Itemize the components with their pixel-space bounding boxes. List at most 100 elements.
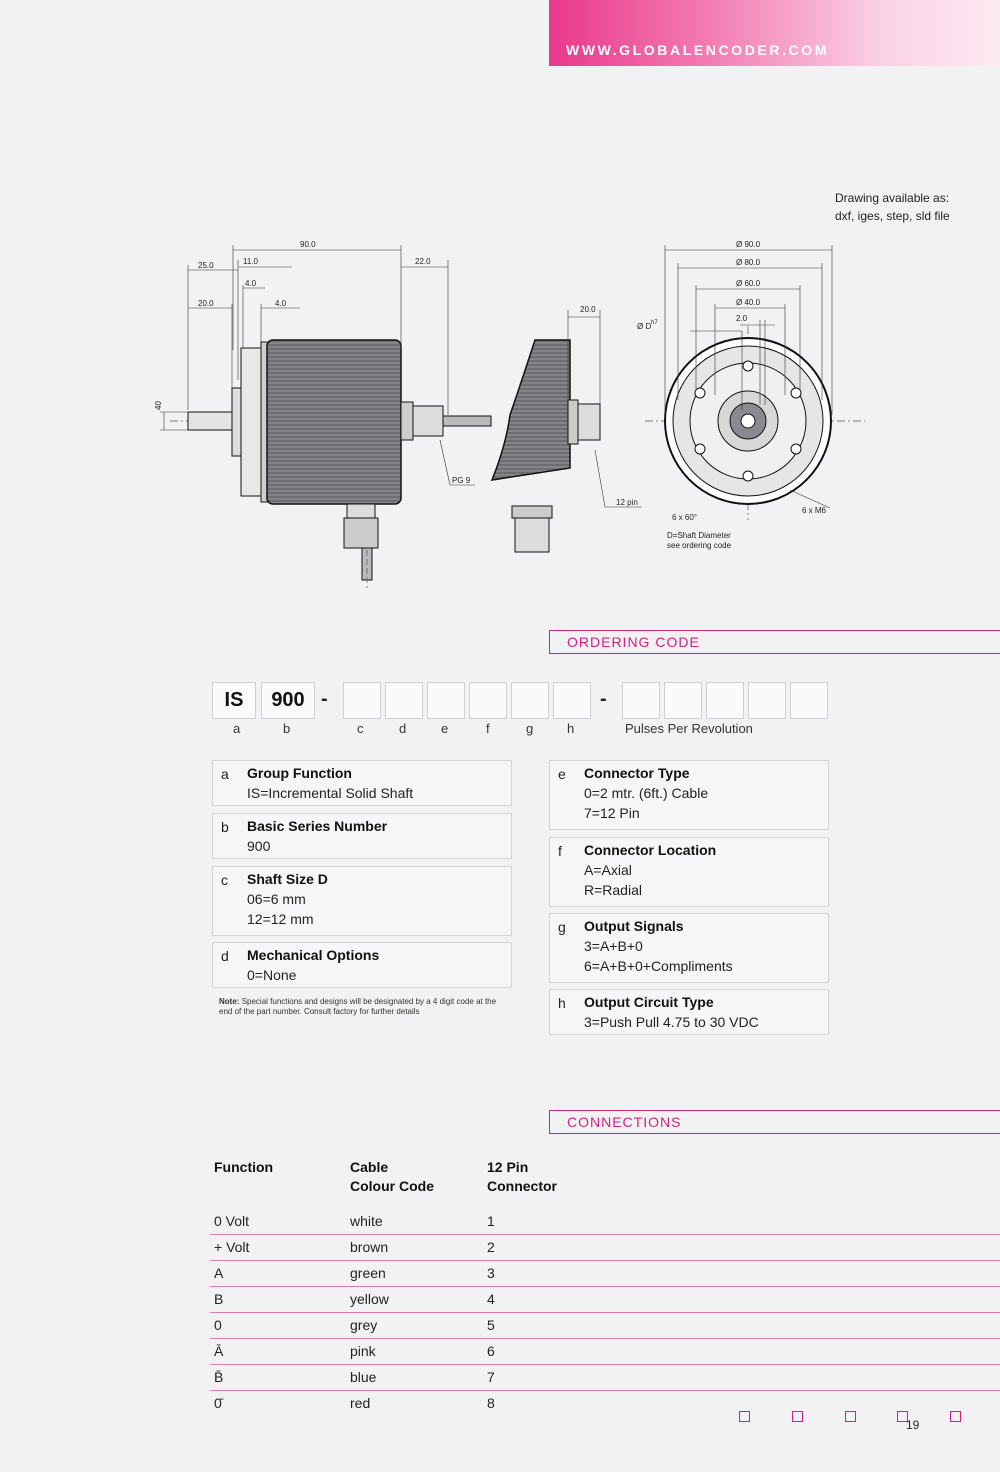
option-f-value-1: A=Axial	[584, 862, 632, 878]
website-url[interactable]: WWW.GLOBALENCODER.COM	[566, 42, 830, 58]
dim-4b: 4.0	[275, 299, 287, 308]
option-e: e Connector Type 0=2 mtr. (6ft.) Cable 7…	[549, 760, 829, 830]
code-box-ppr-1[interactable]	[622, 682, 660, 719]
option-d: d Mechanical Options 0=None	[212, 942, 512, 988]
label-m6: 6 x M6	[802, 506, 827, 515]
option-c: c Shaft Size D 06=6 mm 12=12 mm	[212, 866, 512, 936]
code-letter-c: c	[357, 721, 364, 736]
ppr-label: Pulses Per Revolution	[625, 721, 753, 736]
option-c-letter: c	[221, 872, 228, 888]
option-g-title: Output Signals	[584, 918, 684, 934]
technical-drawing: 90.0 25.0 11.0 22.0 4.0 20.0 4.0 40 PG 9…	[154, 240, 865, 588]
option-h-letter: h	[558, 995, 566, 1011]
footer-square-2	[792, 1411, 803, 1422]
option-e-title: Connector Type	[584, 765, 690, 781]
dim-90: 90.0	[300, 240, 316, 249]
table-row: A green 3	[210, 1260, 1000, 1287]
code-box-ppr-3[interactable]	[706, 682, 744, 719]
header-band	[549, 0, 1000, 66]
option-d-letter: d	[221, 948, 229, 964]
option-f-letter: f	[558, 843, 562, 859]
code-box-d[interactable]	[385, 682, 423, 719]
connections-title: CONNECTIONS	[567, 1114, 682, 1130]
option-a-title: Group Function	[247, 765, 352, 781]
code-letter-d: d	[399, 721, 407, 736]
dim-4a: 4.0	[245, 279, 257, 288]
code-box-g[interactable]	[511, 682, 549, 719]
code-letter-h: h	[567, 721, 575, 736]
option-f-title: Connector Location	[584, 842, 717, 858]
note-label: Note:	[219, 997, 240, 1006]
drawing-note-line1: Drawing available as:	[835, 191, 950, 205]
code-box-f[interactable]	[469, 682, 507, 719]
option-c-value-2: 12=12 mm	[247, 911, 314, 927]
table-row: + Volt brown 2	[210, 1234, 1000, 1261]
label-angle: 6 x 60°	[672, 513, 697, 522]
footer-square-1	[739, 1411, 750, 1422]
ordering-code-section-bar: ORDERING CODE	[549, 630, 1000, 654]
table-row: B yellow 4	[210, 1286, 1000, 1313]
option-a-letter: a	[221, 766, 229, 782]
option-d-value-1: 0=None	[247, 967, 297, 983]
col-header-pin: 12 Pin Connector	[487, 1159, 557, 1194]
drawing-availability-note: Drawing available as: dxf, iges, step, s…	[835, 189, 950, 225]
code-box-series: 900	[261, 682, 315, 719]
table-row: 0̄ red 8	[214, 1395, 495, 1411]
code-box-h[interactable]	[553, 682, 591, 719]
option-b: b Basic Series Number 900	[212, 813, 512, 859]
col-header-function: Function	[214, 1159, 274, 1175]
option-g-value-1: 3=A+B+0	[584, 938, 643, 954]
table-row: 0 Volt white 1	[210, 1208, 1000, 1235]
ordering-code-title: ORDERING CODE	[567, 634, 700, 650]
shaft	[187, 411, 234, 431]
ordering-note: Note: Special functions and designs will…	[219, 997, 499, 1017]
dim-o90: Ø 90.0	[736, 240, 761, 249]
dim-25: 25.0	[198, 261, 214, 270]
page-number: 19	[906, 1418, 920, 1432]
drawing-note-line2: dxf, iges, step, sld file	[835, 209, 950, 223]
option-f: f Connector Location A=Axial R=Radial	[549, 837, 829, 907]
code-box-ppr-4[interactable]	[748, 682, 786, 719]
code-box-e[interactable]	[427, 682, 465, 719]
dim-o40: Ø 40.0	[736, 298, 761, 307]
footer-square-4	[897, 1411, 908, 1422]
option-h-value-1: 3=Push Pull 4.75 to 30 VDC	[584, 1014, 759, 1030]
dim-20a: 20.0	[198, 299, 214, 308]
code-box-ppr-5[interactable]	[790, 682, 828, 719]
table-row: Ā pink 6	[210, 1338, 1000, 1365]
dim-h7: h7	[651, 320, 658, 326]
option-a-value-1: IS=Incremental Solid Shaft	[247, 785, 414, 801]
footer-square-5	[950, 1411, 961, 1422]
option-g: g Output Signals 3=A+B+0 6=A+B+0+Complim…	[549, 913, 829, 983]
col-header-cable: Cable Colour Code	[350, 1159, 434, 1194]
option-c-value-1: 06=6 mm	[247, 891, 306, 907]
option-f-value-2: R=Radial	[584, 882, 642, 898]
label-shaft-diameter: D=Shaft Diameter	[667, 531, 731, 540]
option-h: h Output Circuit Type 3=Push Pull 4.75 t…	[549, 989, 829, 1035]
note-text: Special functions and designs will be de…	[219, 997, 497, 1016]
dim-40: 40	[154, 401, 163, 410]
code-letter-g: g	[526, 721, 534, 736]
dim-22: 22.0	[415, 257, 431, 266]
dim-o80: Ø 80.0	[736, 258, 761, 267]
option-e-value-2: 7=12 Pin	[584, 805, 640, 821]
code-dash-2: -	[600, 688, 607, 710]
code-letter-a: a	[233, 721, 241, 736]
option-a: a Group Function IS=Incremental Solid Sh…	[212, 760, 512, 806]
code-letter-e: e	[441, 721, 449, 736]
option-e-value-1: 0=2 mtr. (6ft.) Cable	[584, 785, 709, 801]
radial-connector-body	[490, 339, 571, 481]
footer-square-3	[845, 1411, 856, 1422]
code-box-c[interactable]	[343, 682, 381, 719]
label-see-ordering: see ordering code	[667, 541, 732, 550]
code-box-ppr-2[interactable]	[664, 682, 702, 719]
table-row: 0 grey 5	[210, 1312, 1000, 1339]
connections-section-bar: CONNECTIONS	[549, 1110, 1000, 1134]
code-dash-1: -	[321, 688, 328, 710]
dim-o60: Ø 60.0	[736, 279, 761, 288]
table-row: B̄ blue 7	[210, 1364, 1000, 1391]
dim-2: 2.0	[736, 314, 748, 323]
code-letter-f: f	[486, 721, 490, 736]
option-e-letter: e	[558, 766, 566, 782]
option-g-letter: g	[558, 919, 566, 935]
